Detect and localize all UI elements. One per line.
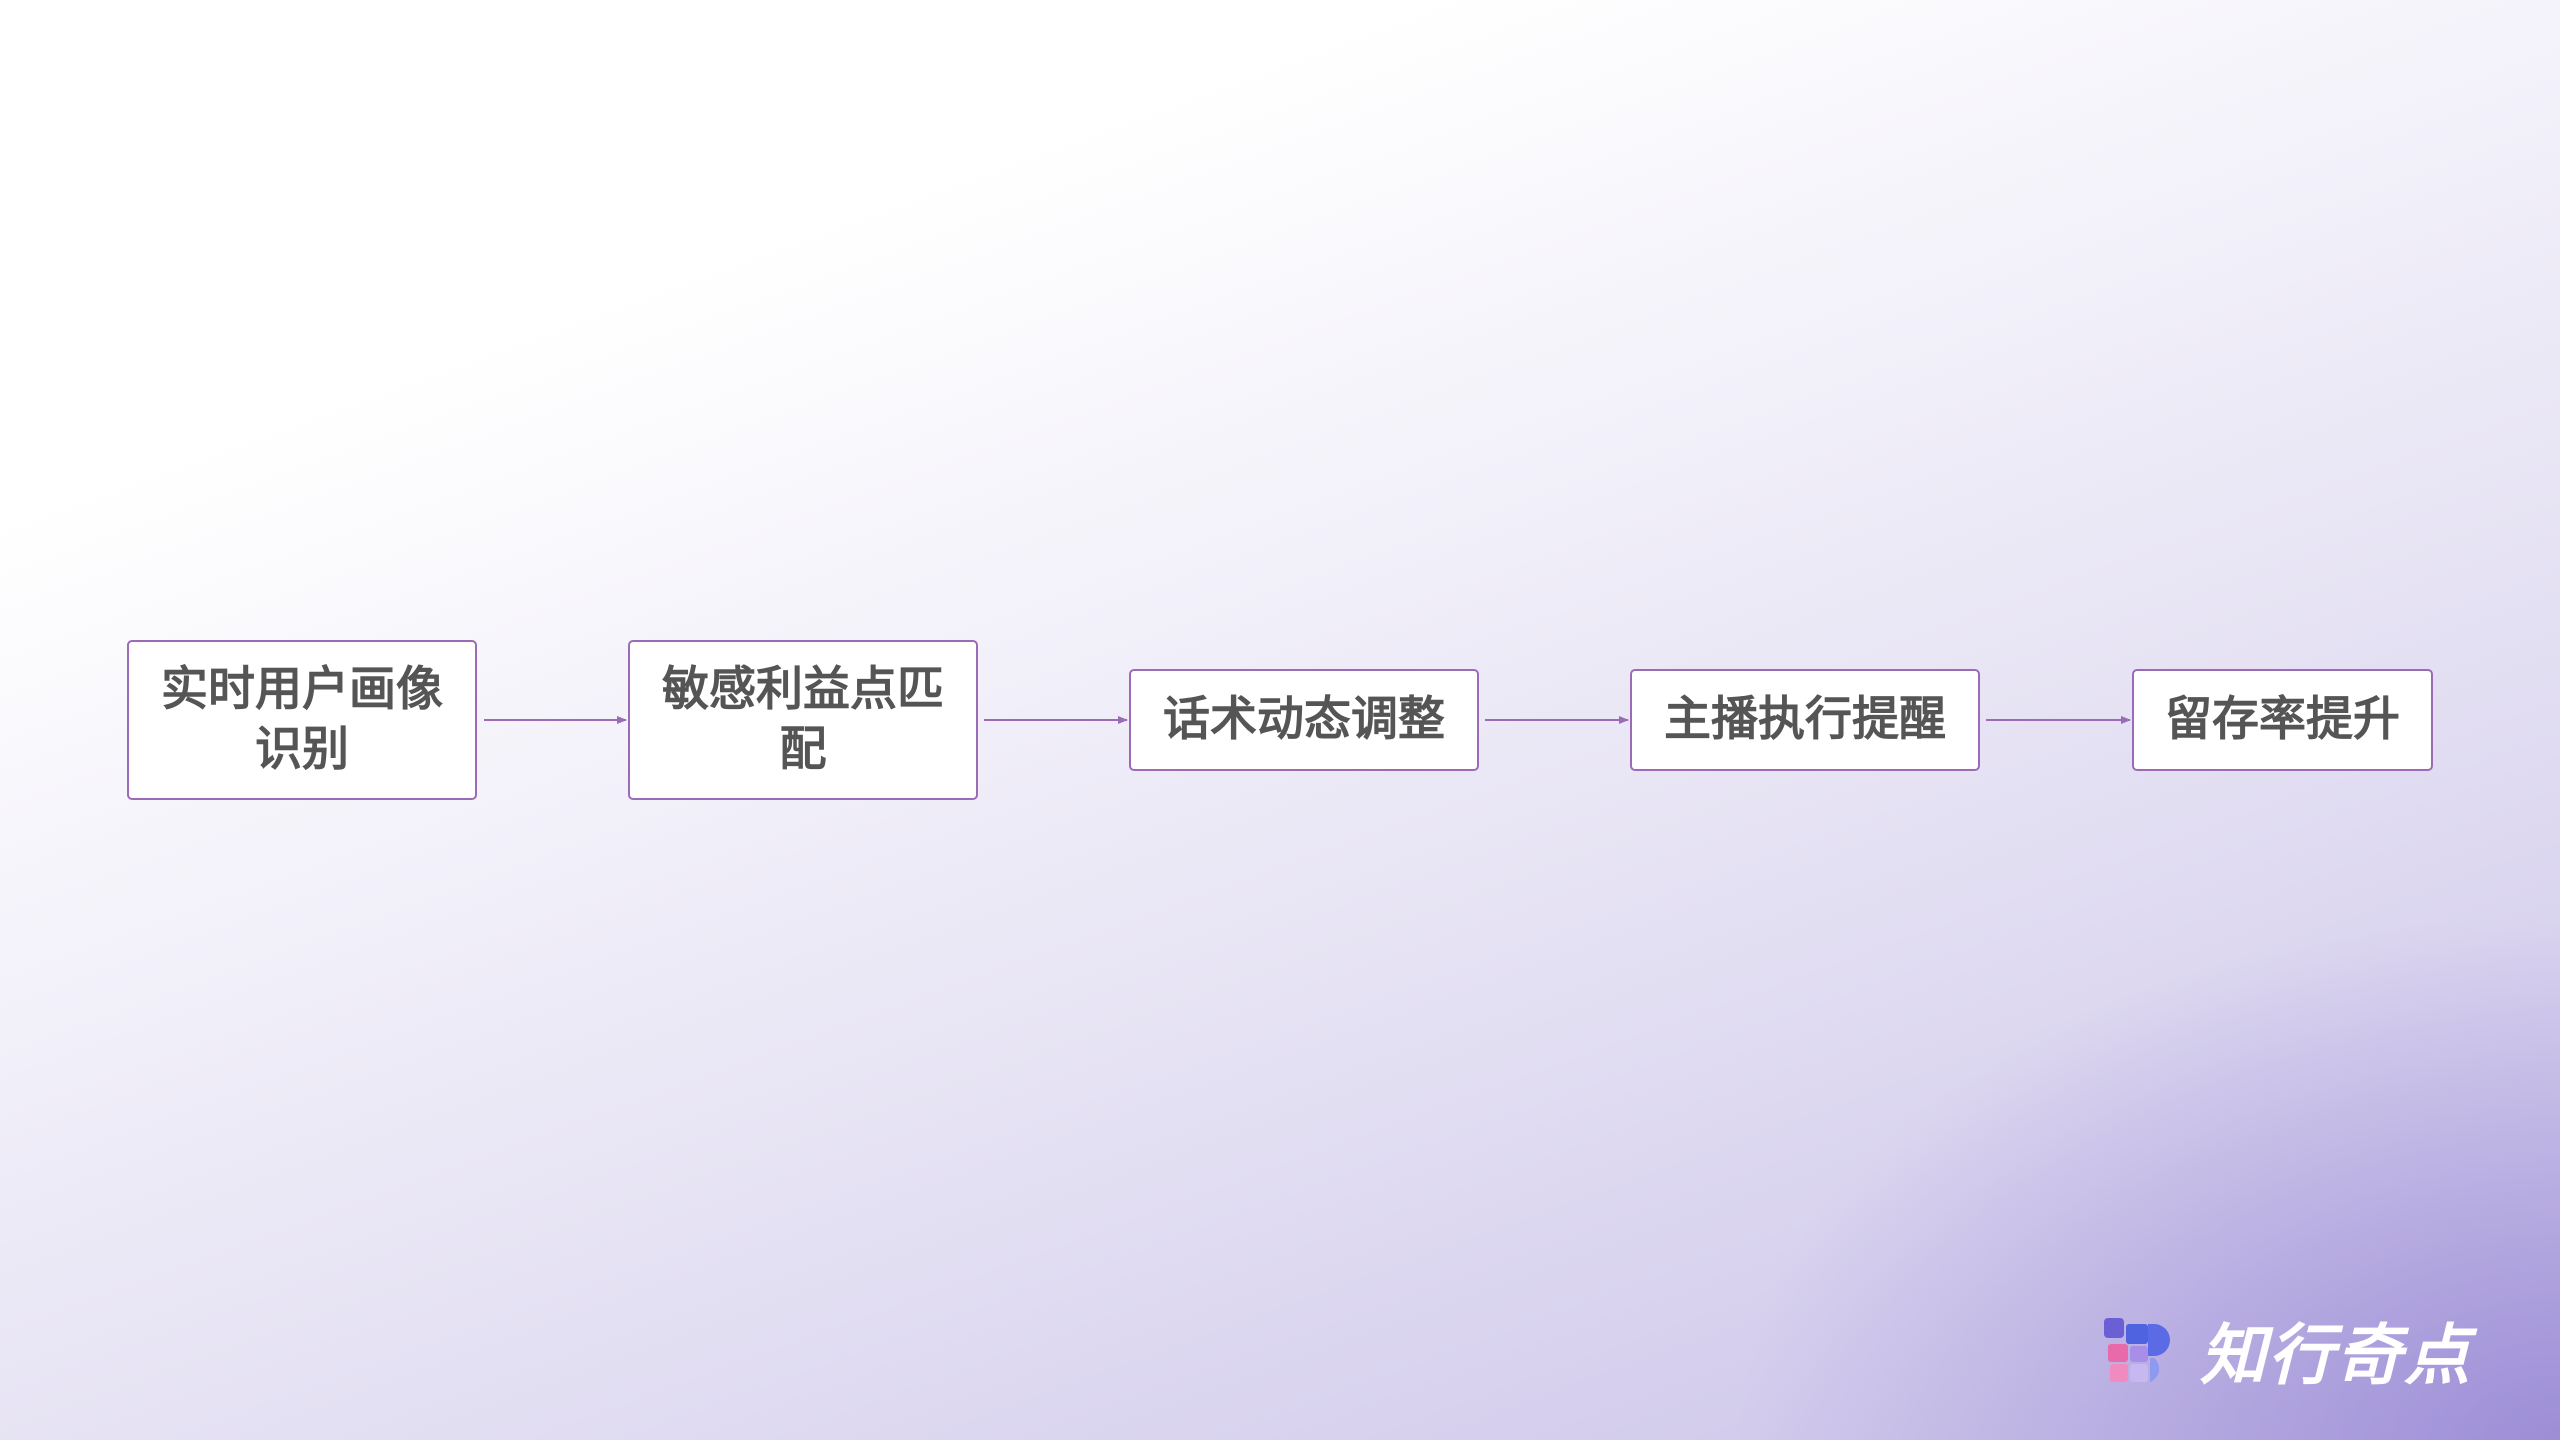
flow-step-script-adjust: 话术动态调整 — [1129, 669, 1479, 771]
flow-step-label: 实时用户画像识别 — [161, 662, 443, 777]
brand-name: 知行奇点 — [2200, 1317, 2472, 1394]
flow-step-retention: 留存率提升 — [2132, 669, 2433, 771]
flow-step-label: 敏感利益点匹配 — [662, 662, 944, 777]
brand-logo: 知行奇点 — [2100, 1310, 2472, 1394]
flow-step-label: 留存率提升 — [2165, 692, 2400, 747]
flow-step-label: 话术动态调整 — [1163, 692, 1445, 747]
flow-step-user-profile: 实时用户画像识别 — [127, 640, 477, 800]
flow-step-interest-match: 敏感利益点匹配 — [628, 640, 978, 800]
flow-step-host-reminder: 主播执行提醒 — [1630, 669, 1980, 771]
flow-step-label: 主播执行提醒 — [1664, 692, 1946, 747]
brand-logo-icon — [2104, 1318, 2170, 1382]
